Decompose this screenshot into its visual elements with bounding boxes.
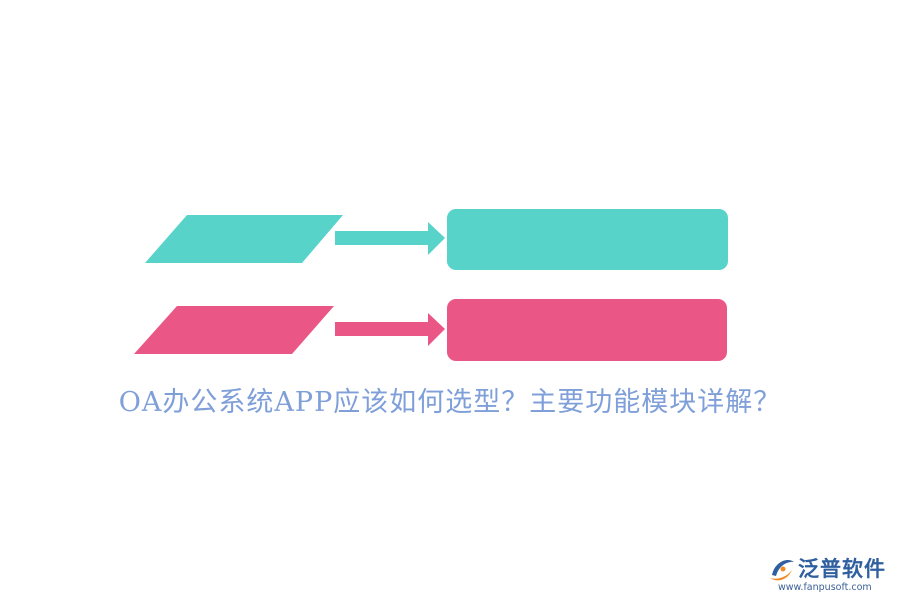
row-2-parallelogram xyxy=(134,306,334,354)
diagram-caption: OA办公系统APP应该如何选型？主要功能模块详解？ xyxy=(118,387,782,418)
row-1-parallelogram xyxy=(145,215,343,263)
logo-url: www.fanpusoft.com xyxy=(778,582,872,593)
row-1-arrow xyxy=(335,222,445,255)
row-1-rounded-box xyxy=(447,209,728,270)
row-2-arrow xyxy=(335,313,445,346)
fanpu-logo: 泛普软件 www.fanpusoft.com xyxy=(766,553,896,597)
fanpu-logo-icon xyxy=(770,559,794,581)
logo-name: 泛普软件 xyxy=(798,557,886,581)
row-2-rounded-box xyxy=(447,299,727,361)
